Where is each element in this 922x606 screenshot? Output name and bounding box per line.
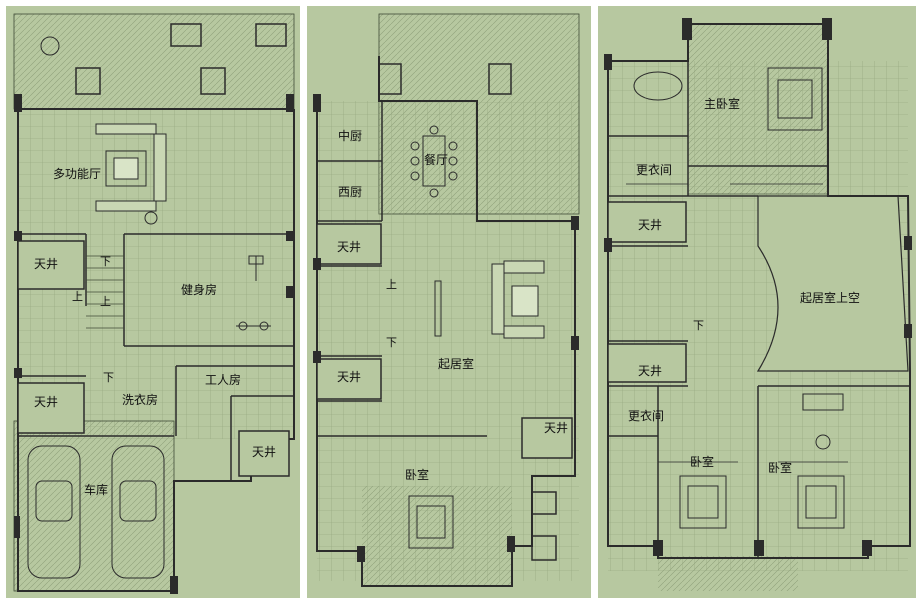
room-label-living: 起居室 [438,357,475,371]
floor-plan-ground-drawing [313,13,580,587]
room-label-garage: 车库 [84,483,109,497]
stair-label-down: 下 [100,255,111,268]
room-label-courtyard: 天井 [638,218,663,232]
room-label-closet: 更衣间 [636,163,673,177]
room-label-living-void: 起居室上空 [800,291,861,305]
room-label-dining: 餐厅 [424,153,449,167]
floor-plan-lower-drawing [13,13,295,594]
floor-plan-upper: 主卧室 更衣间 天井 起居室上空 天井 更衣间 卧室 卧室 下 [598,6,916,598]
room-label-courtyard: 天井 [34,395,59,409]
stair-label-up: 上 [100,295,111,308]
room-label-cn-kitchen: 中厨 [338,129,363,143]
floor-plan-ground: 中厨 餐厅 西厨 天井 起居室 天井 天井 卧室 上 下 [307,6,591,598]
stair-label-down: 下 [386,336,397,349]
room-label-west-kitchen: 西厨 [338,185,363,199]
stair-label-down: 下 [103,371,114,384]
room-label-courtyard: 天井 [34,257,59,271]
room-label-laundry: 洗衣房 [122,393,159,407]
room-label-gym: 健身房 [181,283,218,297]
stair-label-up: 上 [386,278,397,291]
room-label-courtyard: 天井 [337,240,362,254]
room-label-closet: 更衣间 [628,409,665,423]
floor-plan-upper-drawing [604,18,912,591]
room-label-worker-room: 工人房 [205,373,242,387]
room-label-bedroom: 卧室 [690,455,715,469]
stair-label-down: 下 [693,319,704,332]
room-label-courtyard: 天井 [252,445,277,459]
room-label-multi-hall: 多功能厅 [53,167,102,181]
room-label-courtyard: 天井 [638,364,663,378]
room-label-bedroom: 卧室 [768,461,793,475]
floor-plan-lower: 多功能厅 天井 健身房 天井 工人房 洗衣房 天井 车库 下 上 上 下 [6,6,300,598]
room-label-courtyard: 天井 [544,421,569,435]
room-label-bedroom: 卧室 [405,468,430,482]
room-label-master-bedroom: 主卧室 [704,97,741,111]
room-label-courtyard: 天井 [337,370,362,384]
stair-label-up: 上 [72,290,83,303]
